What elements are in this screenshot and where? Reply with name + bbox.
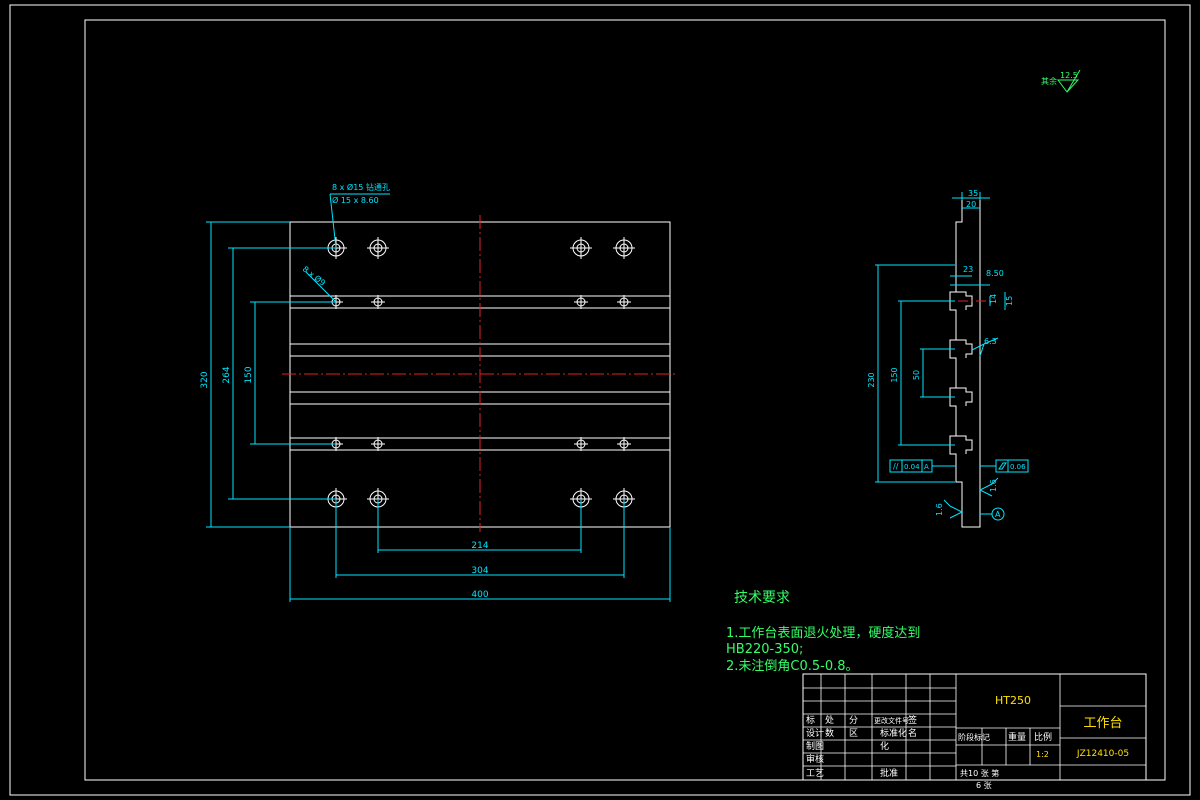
plan-view: 8 x Ø15 钻通孔 Ø 15 x 8.60 8 x Ø9 [200,182,676,602]
dim-320: 320 [200,371,210,388]
parallel-tol: 0.04 [904,463,920,471]
dim-15: 15 [1005,296,1014,306]
flatness-tolerance-frame: 0.06 [980,459,1029,473]
tb-label: 设计 [806,727,824,739]
inner-frame [84,19,1166,781]
flat-tol: 0.06 [1010,463,1026,471]
technical-requirements: 技术要求 1.工作台表面退火处理，硬度达到 HB220-350; 2.未注倒角C… [726,590,920,674]
roughness-symbols [943,337,999,519]
tb-label: 区 [849,728,858,739]
notes-heading: 技术要求 [734,590,790,606]
plan-dimensions [206,221,671,602]
dim-304: 304 [471,566,488,576]
roughness-symbol-icon [1057,79,1080,93]
dim-20: 20 [966,200,976,209]
tb-label: 审核 [806,753,824,765]
dim-8-50: 8.50 [986,269,1004,278]
notes-line-2: HB220-350; [726,642,803,657]
tb-label: 名 [908,727,917,739]
dim-14: 14 [989,294,998,304]
tb-label: 重量 [1008,731,1026,743]
tb-label: 阶段标记 [958,732,990,742]
tb-label: 工艺 [806,768,824,779]
datum-label: A [995,510,1001,519]
outer-frame [9,4,1191,796]
dim-214: 214 [471,541,488,551]
tb-label: 批准 [880,767,898,779]
scale-value: 1:2 [1036,750,1049,759]
tb-label: 分 [849,715,858,726]
dim-230: 230 [867,372,876,387]
dim-264: 264 [222,366,232,383]
title-block: 标 处 分 更改文件号 签 设计 数 区 标准化 名 制图 化 审核 工艺 批准… [802,673,1147,790]
notes-line-1: 1.工作台表面退火处理，硬度达到 [726,625,920,641]
surface-roughness-note: 其余 12.5 [1041,69,1081,93]
parallel-icon: // [893,462,899,471]
hole-note-1: 8 x Ø15 钻通孔 [332,182,390,192]
datum-a: A [980,507,1005,521]
hole [613,237,635,259]
hole-note-2: Ø 15 x 8.60 [332,195,379,205]
tb-label: 化 [880,740,889,752]
tb-label: 比例 [1034,731,1052,743]
section-pockets [956,291,973,454]
part-name: 工作台 [1083,716,1122,731]
drawing-number: JZ12410-05 [1076,749,1129,759]
section-outline [949,197,981,528]
parallelism-tolerance-frame: // 0.04 A [889,459,956,473]
dim-23: 23 [963,265,973,274]
roughness-1-6-b: 1.6 [989,479,998,492]
hole [570,237,592,259]
material: HT250 [995,694,1031,707]
tb-label: 数 [825,727,834,739]
plan-dimension-text: 320 264 150 214 304 400 [200,366,489,600]
roughness-symbol-icon [949,505,964,519]
surface-note-other: 其余 [1041,76,1057,86]
roughness-1-6-a: 1.6 [935,503,944,516]
tb-label: 标 [806,714,815,726]
tb-label: 签 [908,714,917,726]
parallel-datum: A [924,463,929,471]
surface-note-value: 12.5 [1060,71,1078,80]
tb-label: 标准化 [880,727,907,739]
dim-150: 150 [244,366,254,383]
notes-line-3: 2.未注倒角C0.5-0.8。 [726,659,859,674]
sheet-number: 6 张 [976,781,992,790]
section-view: 35 20 23 8.50 14 15 230 150 50 6.3 1.6 1… [867,189,1029,528]
roughness-symbol-icon [978,483,993,497]
dim-400: 400 [471,590,488,600]
flatness-icon [998,462,1007,470]
section-dimensions [875,192,1006,483]
dim-150-section: 150 [890,367,899,382]
tb-label: 处 [825,714,834,726]
dim-35: 35 [968,189,978,198]
tb-label: 制图 [806,740,824,752]
dim-50: 50 [912,370,921,380]
hole [367,237,389,259]
tb-label: 更改文件号 [874,716,909,725]
sheet-info: 共10 张 第 [960,768,999,778]
